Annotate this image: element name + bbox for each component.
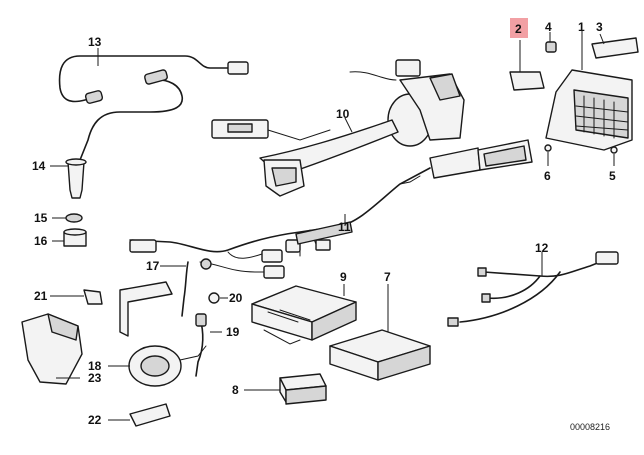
- part-20-clip: [208, 292, 228, 304]
- part-10-switch: [211, 59, 465, 197]
- part-9-module: [251, 284, 357, 345]
- part-bracket: [119, 281, 173, 337]
- part-12-harness: [447, 251, 619, 327]
- part-6-screw: [544, 144, 552, 166]
- callout-3[interactable]: 3: [596, 20, 603, 34]
- part-1-control-unit: [545, 30, 633, 151]
- callout-1[interactable]: 1: [578, 20, 585, 34]
- callout-13[interactable]: 13: [88, 35, 102, 49]
- callout-11[interactable]: 11: [338, 220, 351, 234]
- callout-10[interactable]: 10: [336, 107, 350, 121]
- part-2-relay: [509, 40, 545, 91]
- document-id: 00008216: [570, 422, 610, 432]
- part-14-16-lamp: [50, 158, 87, 247]
- callout-14[interactable]: 14: [32, 159, 46, 173]
- callout-2-highlight: [510, 18, 528, 38]
- part-7-box: [329, 284, 431, 381]
- callout-20[interactable]: 20: [229, 291, 243, 305]
- callout-18[interactable]: 18: [88, 359, 102, 373]
- part-11-harness: [129, 139, 533, 263]
- callout-2[interactable]: 2: [515, 22, 522, 36]
- callout-12[interactable]: 12: [535, 241, 549, 255]
- callout-16[interactable]: 16: [34, 234, 48, 248]
- callout-17[interactable]: 17: [146, 259, 160, 273]
- callout-19[interactable]: 19: [226, 325, 240, 339]
- callout-7[interactable]: 7: [384, 270, 391, 284]
- part-13-harness: [58, 48, 249, 161]
- part-22-strip: [108, 403, 171, 427]
- part-3-cover: [591, 33, 639, 59]
- part-8-relay: [244, 373, 327, 405]
- callout-8[interactable]: 8: [232, 383, 239, 397]
- part-21-clip: [50, 289, 103, 305]
- callout-4[interactable]: 4: [545, 20, 552, 34]
- callout-9[interactable]: 9: [340, 270, 347, 284]
- callout-22[interactable]: 22: [88, 413, 102, 427]
- callout-23[interactable]: 23: [88, 371, 102, 385]
- part-18-horn: [108, 345, 207, 387]
- part-4-bulb: [545, 32, 557, 53]
- part-23-cover: [21, 313, 83, 385]
- callout-6[interactable]: 6: [544, 169, 551, 183]
- callout-5[interactable]: 5: [609, 169, 616, 183]
- part-5-screw: [610, 146, 618, 166]
- part-19-wire: [195, 313, 222, 377]
- part-17-wire: [160, 258, 285, 317]
- callout-21[interactable]: 21: [34, 289, 48, 303]
- callout-15[interactable]: 15: [34, 211, 48, 225]
